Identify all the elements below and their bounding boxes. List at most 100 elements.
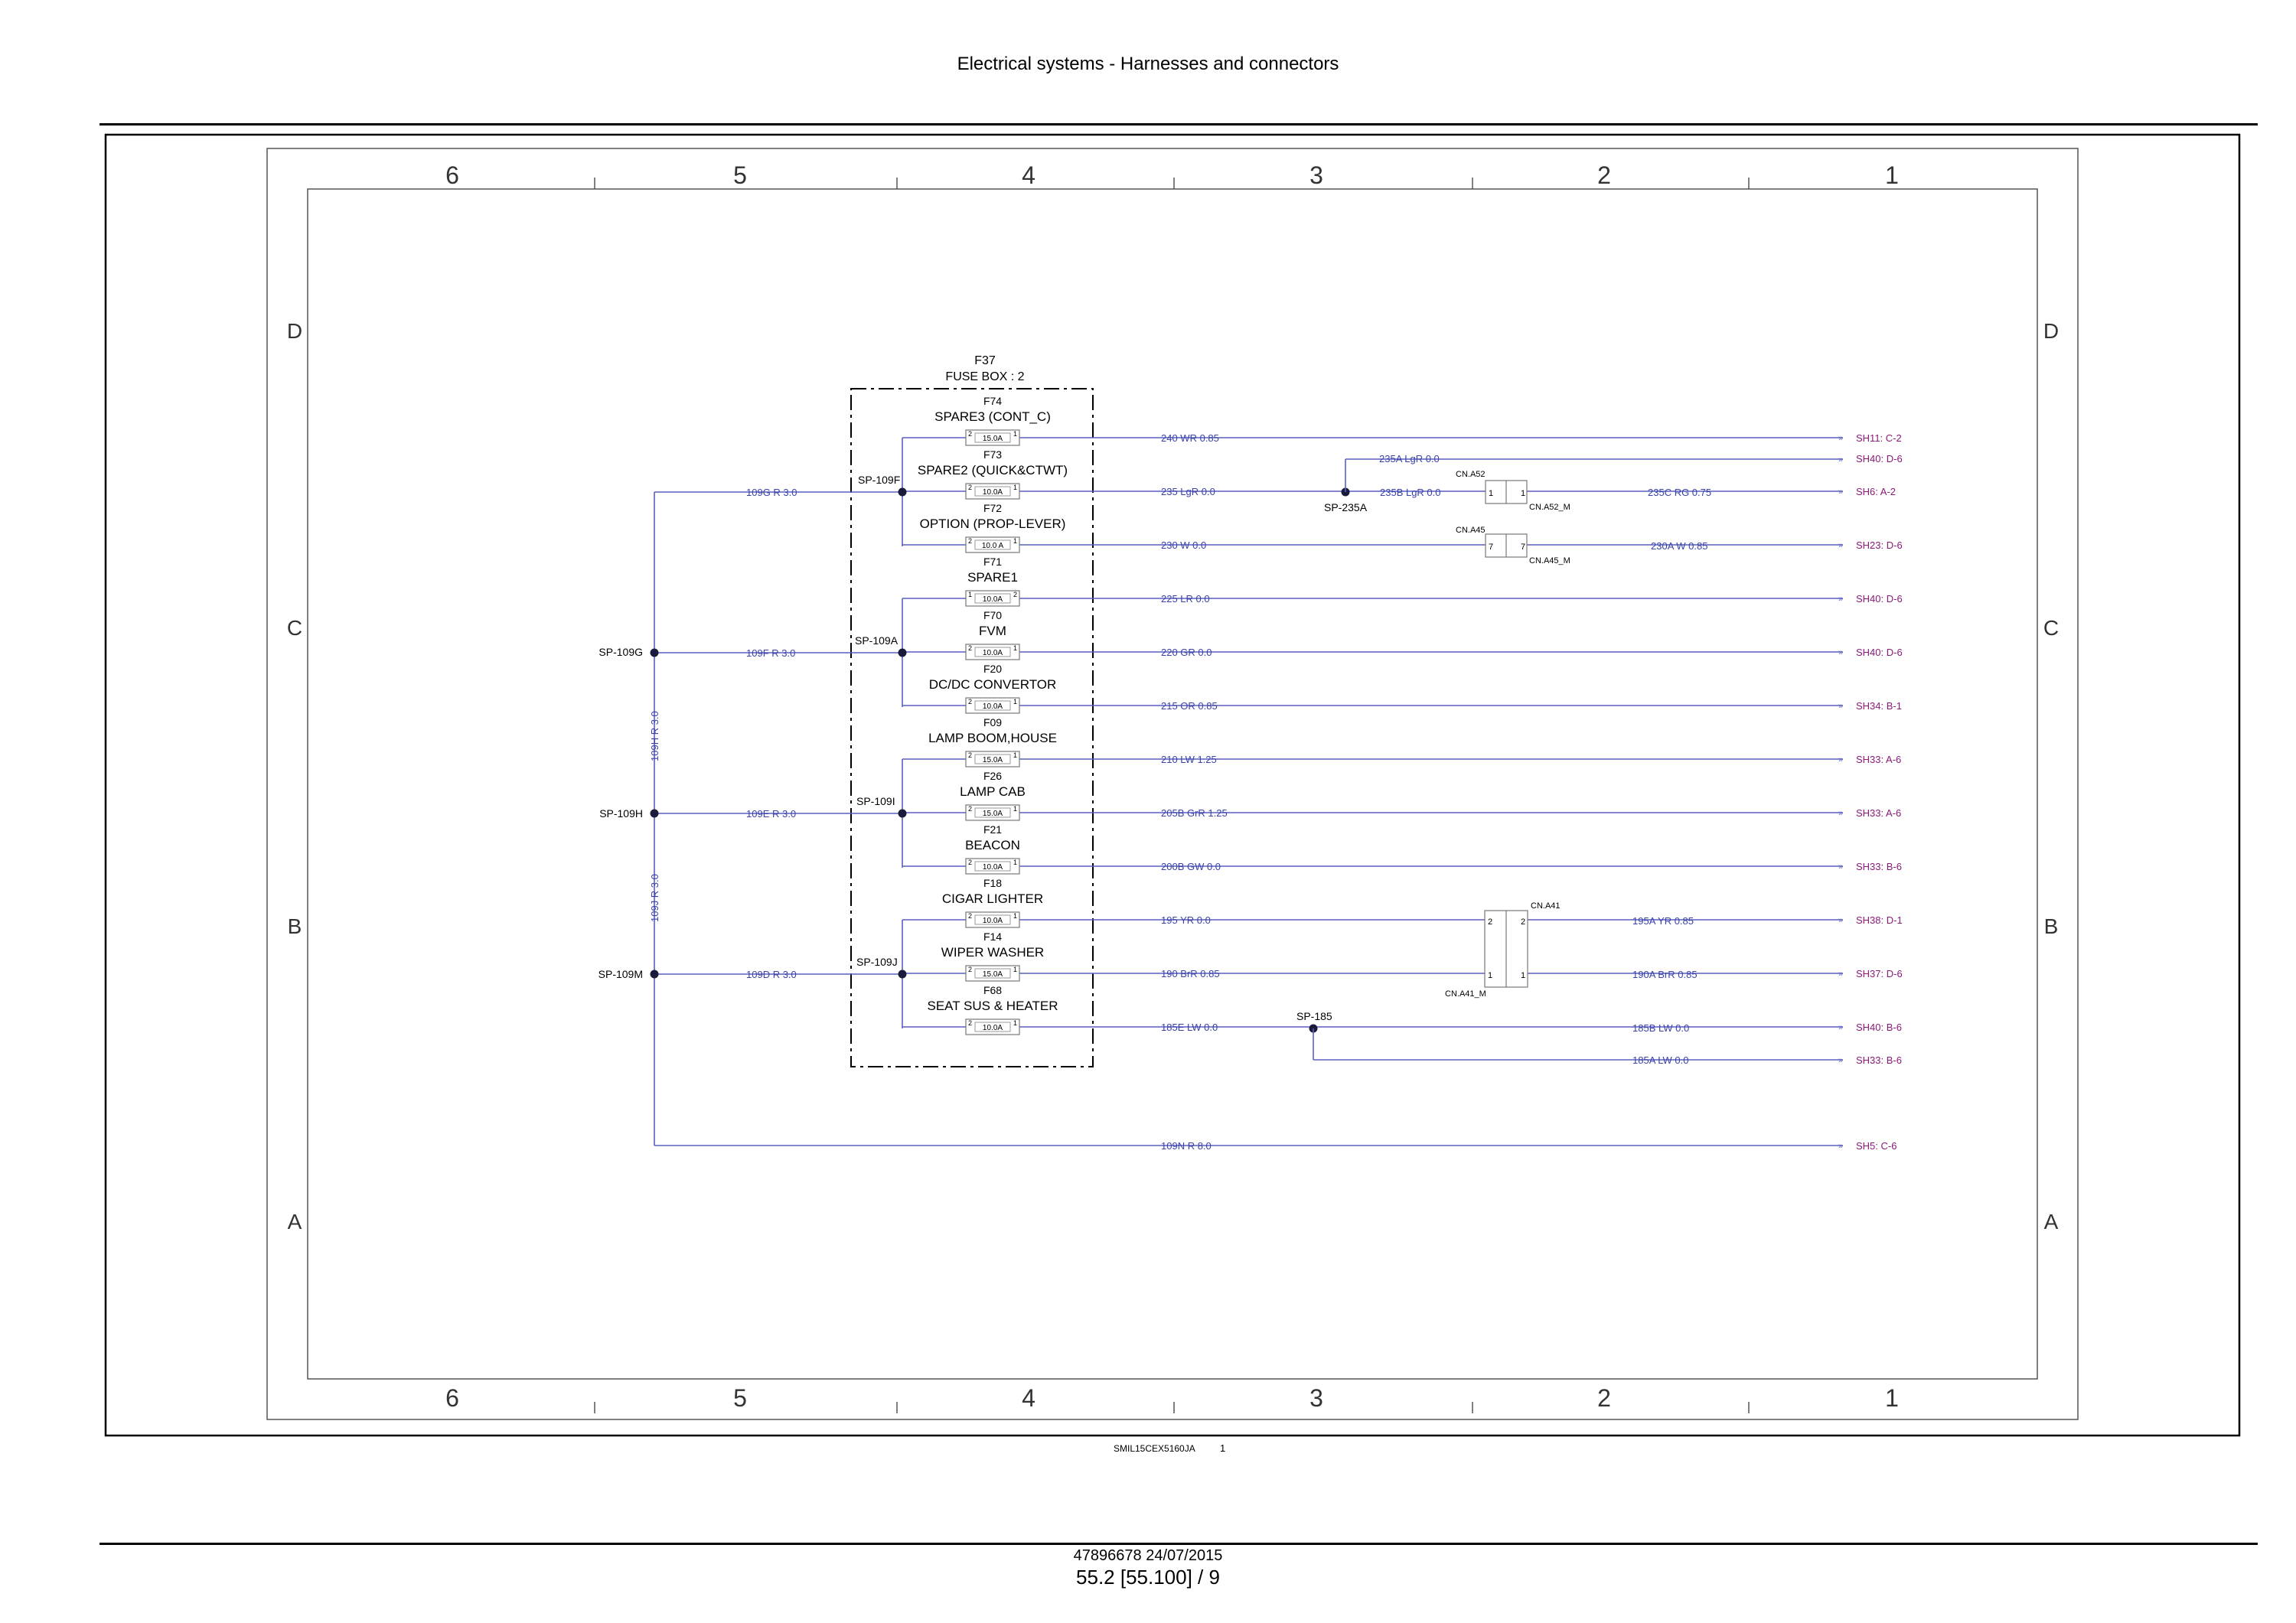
svg-text:CN.A45_M: CN.A45_M: [1529, 556, 1570, 565]
splice-109J: [898, 970, 907, 979]
outer-frame: [104, 133, 2241, 1437]
off-sheet-arrow-icon: »: [1838, 1056, 1843, 1065]
wire-label-195A: 195A YR 0.85: [1632, 915, 1694, 927]
wire-label-109G: 109G R 3.0: [746, 487, 797, 498]
sheet-ref: SH40: D-6: [1856, 593, 1903, 605]
sheet-ref: SH38: D-1: [1856, 914, 1903, 926]
off-sheet-arrow-icon: »: [1838, 916, 1843, 925]
fuse-icon: [965, 1018, 1020, 1035]
fuse-icon: [965, 858, 1020, 875]
page-reference: 55.2 [55.100] / 9: [1076, 1566, 1220, 1589]
off-sheet-arrow-icon: »: [1838, 487, 1843, 497]
svg-text:7: 7: [1489, 543, 1493, 552]
document-reference: 47896678 24/07/2015: [1073, 1547, 1223, 1564]
connector-cn-a41: CN.A41 CN.A41_M 2 2 1 1: [1445, 901, 1561, 999]
wire-label: 235 LgR 0.0: [1161, 486, 1215, 497]
splice-label-109I: SP-109I: [856, 795, 895, 807]
svg-text:1: 1: [1521, 489, 1525, 498]
fuse-pin-left: 2: [968, 966, 972, 973]
fuse-rating: 15.0A: [983, 756, 1003, 764]
fuse-rating: 10.0A: [983, 917, 1003, 925]
fuse-name: FVM: [979, 624, 1006, 638]
fuse-pin-left: 2: [968, 751, 972, 759]
fuse-pin-left: 2: [968, 1019, 972, 1027]
fuse-rating: 15.0A: [983, 435, 1003, 443]
fuse-name: LAMP BOOM,HOUSE: [928, 731, 1057, 745]
zone-col-label: 4: [1022, 161, 1035, 189]
wire-label-109E: 109E R 3.0: [746, 808, 796, 820]
wire-label-235B: 235B LgR 0.0: [1380, 487, 1441, 498]
wire-label-109N: 109N R 8.0: [1161, 1140, 1212, 1152]
fuse-box-id: F37: [974, 354, 996, 367]
sheet-ref-235A: SH40: D-6: [1856, 453, 1903, 464]
splice-109F: [898, 487, 907, 497]
off-sheet-arrow-icon: »: [1838, 541, 1843, 550]
zone-row-label: D: [2043, 319, 2059, 343]
splice-labels: SP-109F SP-109A SP-109I SP-109J SP-109G …: [598, 474, 1368, 1022]
wire-label: 205B GrR 1.25: [1161, 807, 1228, 819]
zone-col-label: 1: [1885, 1384, 1899, 1412]
connector-cn-a52: CN.A52 CN.A52_M 1 1: [1456, 470, 1570, 512]
wire-label: 210 LW 1.25: [1161, 754, 1217, 765]
zone-col-label: 2: [1597, 161, 1611, 189]
fuse-pin-left: 2: [968, 537, 972, 545]
off-sheet-arrow-icon: »: [1838, 1142, 1843, 1151]
fuse-rating: 15.0A: [983, 810, 1003, 818]
svg-text:CN.A41_M: CN.A41_M: [1445, 989, 1486, 999]
sheet-ref: SH40: D-6: [1856, 647, 1903, 658]
wire-label: 195 YR 0.0: [1161, 914, 1211, 926]
svg-text:CN.A45: CN.A45: [1456, 526, 1486, 535]
zone-row-label: B: [288, 914, 302, 938]
page-title: Electrical systems - Harnesses and conne…: [957, 54, 1339, 74]
fuse-rating: 10.0A: [983, 488, 1003, 497]
fuse-id: F68: [983, 984, 1002, 996]
splice-109A: [898, 648, 907, 657]
off-sheet-arrow-icon: »: [1838, 862, 1843, 872]
fuse-element: [974, 807, 1011, 818]
fuse-name: SPARE3 (CONT_C): [934, 409, 1051, 424]
fuse-pin-right: 1: [1013, 912, 1017, 920]
fuse-icon: [965, 697, 1020, 714]
off-sheet-arrow-icon: »: [1838, 455, 1843, 464]
sheet-ref: SH33: A-6: [1856, 807, 1901, 819]
drawing-area: [307, 188, 2038, 1380]
fuse-rating: 15.0A: [983, 970, 1003, 979]
fuse-element: [974, 647, 1011, 657]
fuse-name: SPARE1: [967, 570, 1018, 585]
splice-label-109G: SP-109G: [598, 646, 643, 658]
wire-label-109J: 109J R 3.0: [649, 874, 660, 922]
drawing-code: SMIL15CEX5160JA: [1114, 1443, 1195, 1454]
wire-label: 185E LW 0.0: [1161, 1022, 1218, 1033]
fuse-pin-left: 2: [968, 698, 972, 706]
fuse-element: [974, 1022, 1011, 1032]
drawing-sheet: 1: [1220, 1442, 1225, 1454]
fuse-id: F74: [983, 395, 1002, 407]
fuse-pin-right: 1: [1013, 430, 1017, 438]
fuse-pin-right: 2: [1013, 591, 1017, 598]
svg-text:2: 2: [1488, 917, 1492, 927]
fuse-icon: [965, 911, 1020, 928]
fuse-pin-left: 2: [968, 805, 972, 813]
wire-label-235A: 235A LgR 0.0: [1379, 453, 1440, 464]
fuse-element: [974, 914, 1011, 925]
fuse-element: [974, 486, 1011, 497]
zone-col-label: 3: [1309, 1384, 1323, 1412]
feed-wire-labels: 109G R 3.0 109F R 3.0 109E R 3.0 109D R …: [649, 487, 797, 980]
fuse-id: F72: [983, 502, 1002, 514]
splice-109I: [898, 809, 907, 818]
fuse-name: WIPER WASHER: [941, 945, 1044, 960]
svg-text:7: 7: [1521, 543, 1525, 552]
sheet-ref: SH37: D-6: [1856, 968, 1903, 979]
branch-sheet-refs: SH40: D-6 SH33: B-6 SH5: C-6: [1856, 453, 1903, 1152]
fuse-rating: 10.0A: [983, 649, 1003, 657]
splice-label-109A: SP-109A: [855, 634, 899, 647]
zone-col-label: 2: [1597, 1384, 1611, 1412]
fuse-rating: 10.0 A: [982, 542, 1004, 550]
zone-row-label: D: [287, 319, 302, 343]
fuse-pin-left: 2: [968, 859, 972, 866]
